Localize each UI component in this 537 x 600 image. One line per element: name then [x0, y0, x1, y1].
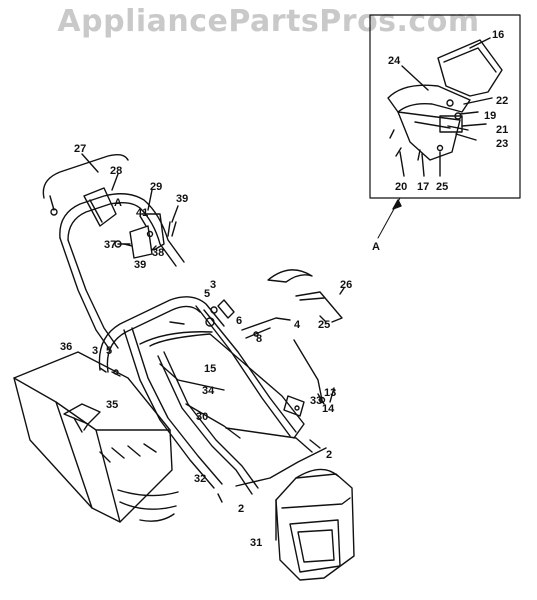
callout-26: 26	[340, 279, 352, 291]
callout-5b: 5	[106, 345, 112, 357]
callout-3a: 3	[210, 279, 216, 291]
callout-14: 14	[322, 403, 335, 415]
callout-40: 39	[176, 193, 188, 205]
upper-handle-rod	[42, 153, 129, 199]
chute-bracket	[439, 115, 463, 133]
callout-17: 17	[417, 181, 429, 193]
bail-lever	[267, 269, 313, 283]
label-handle-a: A	[114, 197, 122, 209]
catcher-handle	[63, 403, 101, 425]
inset-box	[369, 14, 521, 199]
callout-36: 36	[60, 341, 72, 353]
watermark: AppliancePartsPros.com	[57, 4, 480, 39]
callout-32: 32	[194, 473, 206, 485]
callout-35: 35	[106, 399, 118, 411]
callout-2a: 2	[326, 449, 332, 461]
handle-grip	[83, 187, 117, 227]
frame-bottom	[235, 447, 327, 487]
cable-rod-13	[293, 339, 323, 401]
callout-20: 21	[496, 124, 508, 136]
callout-18: 19	[484, 110, 496, 122]
callout-3b: 3	[92, 345, 98, 357]
rear-bag	[275, 473, 355, 581]
lower-handle-left	[98, 296, 225, 371]
callout-22: 25	[436, 181, 448, 193]
callout-28: 28	[110, 165, 122, 177]
frame-34	[159, 363, 225, 391]
callout-15: 15	[204, 363, 216, 375]
callout-29: 29	[150, 181, 162, 193]
callout-39: 39	[134, 259, 146, 271]
callout-34: 34	[202, 385, 215, 397]
catcher-bag	[13, 351, 173, 523]
callout-21: 22	[496, 95, 508, 107]
chute-body	[397, 111, 461, 161]
callout-19: 20	[395, 181, 407, 193]
catcher-rod-32	[117, 489, 179, 497]
cable-4	[241, 317, 291, 331]
bail-cross	[139, 331, 213, 345]
label-inset-a: A	[372, 241, 380, 253]
frame-15	[149, 333, 305, 439]
callout-5a: 5	[204, 288, 210, 300]
rear-chute	[437, 39, 503, 97]
callout-16: 16	[492, 29, 504, 41]
callout-30: 30	[196, 411, 208, 423]
lower-handle-tube-left	[123, 329, 215, 489]
callout-13: 13	[324, 387, 336, 399]
callout-23: 23	[496, 138, 508, 150]
catcher-grid	[99, 443, 157, 463]
callout-8: 8	[256, 333, 262, 345]
lower-handle-tube-right	[195, 305, 291, 437]
callout-41: 41	[136, 207, 148, 219]
callout-27: 27	[74, 143, 86, 155]
upper-handle	[59, 193, 185, 263]
callout-2b: 2	[238, 503, 244, 515]
rear-bag-pocket	[289, 519, 341, 573]
callout-4: 4	[294, 319, 301, 331]
chute-hood	[387, 84, 471, 113]
frame-30	[185, 403, 241, 439]
callout-38: 38	[152, 247, 164, 259]
callout-33: 33	[310, 395, 322, 407]
callout-24: 24	[388, 55, 401, 67]
control-bracket	[129, 225, 153, 259]
callout-31: 31	[250, 537, 262, 549]
callout-6: 6	[236, 315, 242, 327]
callout-25: 25	[318, 319, 330, 331]
callout-37: 37	[104, 239, 116, 251]
